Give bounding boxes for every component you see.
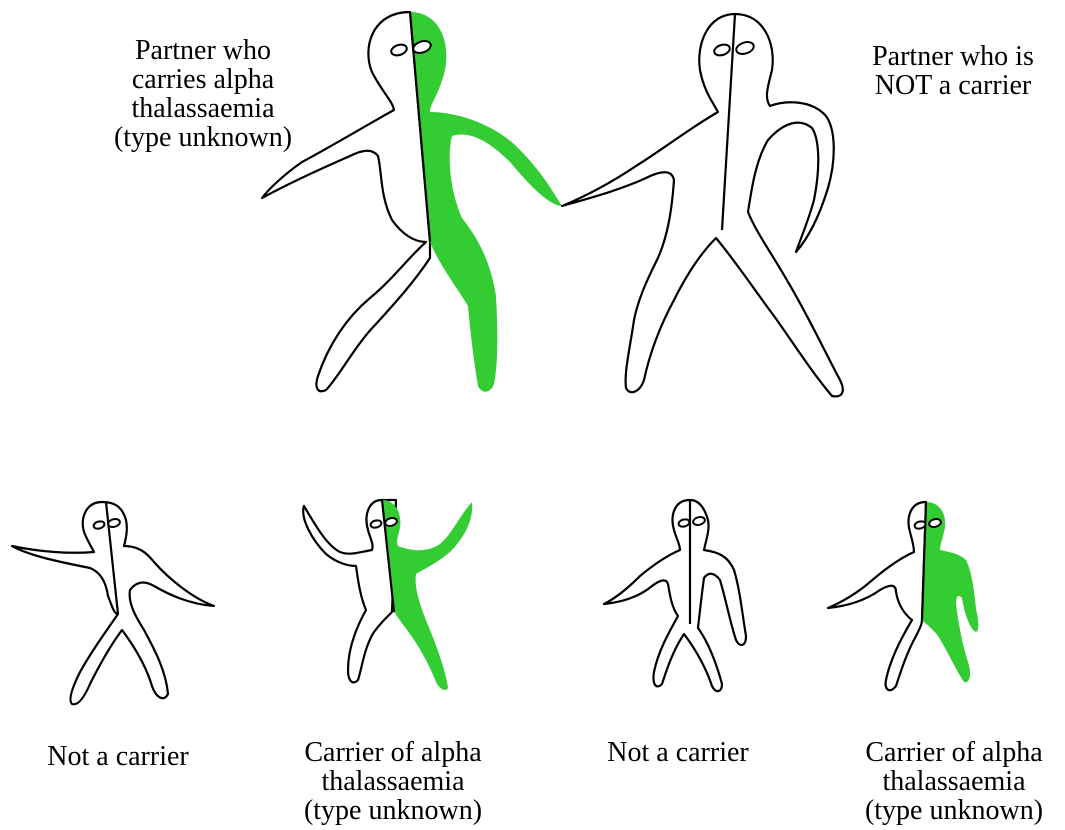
body-outline bbox=[562, 14, 843, 396]
carrier-half bbox=[382, 500, 472, 690]
label-line: thalassaemia bbox=[846, 767, 1062, 796]
label-line: NOT a carrier bbox=[848, 71, 1058, 100]
carrier-half bbox=[922, 502, 978, 682]
figure-child-4 bbox=[828, 502, 978, 690]
child-2-label: Carrier of alpha thalassaemia (type unkn… bbox=[280, 738, 506, 825]
label-line: Carrier of alpha bbox=[280, 738, 506, 767]
carrier-partner-label: Partner who carries alpha thalassaemia (… bbox=[98, 36, 308, 152]
figure-noncarrier-partner bbox=[562, 14, 843, 396]
label-line: (type unknown) bbox=[280, 796, 506, 825]
child-4-label: Carrier of alpha thalassaemia (type unkn… bbox=[846, 738, 1062, 825]
child-1-label: Not a carrier bbox=[18, 742, 218, 771]
label-line: (type unknown) bbox=[98, 123, 308, 152]
label-line: thalassaemia bbox=[280, 767, 506, 796]
noncarrier-partner-label: Partner who is NOT a carrier bbox=[848, 42, 1058, 100]
label-line: Not a carrier bbox=[578, 738, 778, 767]
carrier-half bbox=[410, 12, 562, 392]
label-line: carries alpha bbox=[98, 65, 308, 94]
label-line: Not a carrier bbox=[18, 742, 218, 771]
child-3-label: Not a carrier bbox=[578, 738, 778, 767]
label-line: Partner who bbox=[98, 36, 308, 65]
figure-child-3 bbox=[604, 500, 746, 691]
label-line: thalassaemia bbox=[98, 94, 308, 123]
label-line: Carrier of alpha bbox=[846, 738, 1062, 767]
label-line: (type unknown) bbox=[846, 796, 1062, 825]
label-line: Partner who is bbox=[848, 42, 1058, 71]
body-outline bbox=[604, 500, 746, 691]
body-outline bbox=[828, 502, 926, 690]
figure-child-2 bbox=[303, 500, 472, 690]
figure-child-1 bbox=[12, 502, 214, 704]
body-outline bbox=[303, 500, 396, 682]
body-outline bbox=[12, 502, 214, 704]
